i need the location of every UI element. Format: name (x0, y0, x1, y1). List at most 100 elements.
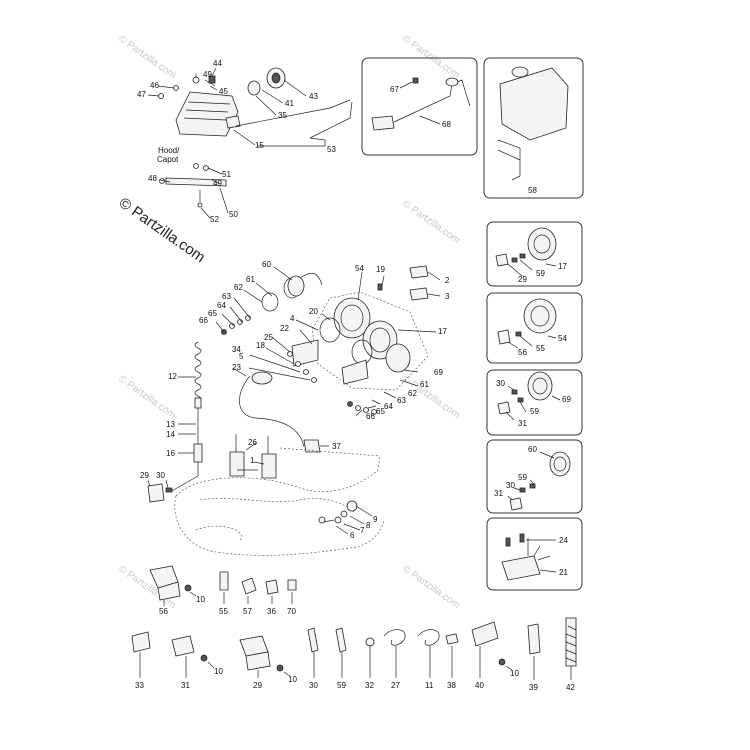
callout-61b: 61 (420, 380, 429, 389)
inset-callout-24: 24 (559, 536, 568, 545)
part-31 (171, 635, 195, 657)
bottom-callout-36: 36 (267, 607, 276, 616)
bottom-callout-42: 42 (566, 683, 575, 692)
inset-callout-31: 31 (518, 419, 527, 428)
callout-5: 5 (239, 352, 244, 361)
callout-1: 1 (250, 456, 255, 465)
part-30 (307, 627, 319, 653)
callout-7: 7 (360, 526, 365, 535)
callout-50: 50 (229, 210, 238, 219)
connector-37 (303, 439, 321, 453)
bottom-callout-56: 56 (159, 607, 168, 616)
callout-66b: 66 (366, 412, 375, 421)
inset-callout-69: 69 (562, 395, 571, 404)
inset-callout-31: 31 (494, 489, 503, 498)
callout-64b: 64 (384, 402, 393, 411)
part-70 (287, 579, 297, 591)
part-55 (219, 571, 229, 591)
hull-group: 9 8 7 6 (174, 447, 385, 556)
inset-60: 60 59 30 31 (486, 439, 583, 514)
watermark-side: © Partzilla.com (116, 194, 209, 266)
cable-23 (239, 375, 305, 447)
inset-54: 56 55 54 (486, 292, 583, 364)
callout-34: 34 (232, 345, 241, 354)
inset-callout-60: 60 (528, 445, 537, 454)
part-27 (383, 629, 406, 646)
callout-13: 13 (166, 420, 175, 429)
gauge-69 (385, 343, 411, 373)
callout-58: 58 (528, 186, 537, 195)
callout-17: 17 (438, 327, 447, 336)
coil-cord-12 (194, 341, 202, 403)
callout-51: 51 (222, 170, 231, 179)
screw-46 (173, 85, 179, 91)
callout-48: 48 (148, 174, 157, 183)
callout-15: 15 (255, 141, 264, 150)
harness-group: 12 23 13 14 16 37 26 1 29 30 (140, 341, 341, 503)
callout-61: 61 (246, 275, 255, 284)
callout-65: 65 (208, 309, 217, 318)
callout-2: 2 (445, 276, 450, 285)
bottom-parts-row1: 56 10 55 57 36 70 (149, 565, 297, 616)
callout-25: 25 (264, 333, 273, 342)
part-32 (365, 637, 375, 647)
screw-47 (158, 93, 164, 99)
part-57 (241, 577, 257, 595)
callout-67: 67 (390, 85, 399, 94)
callout-30: 30 (156, 471, 165, 480)
inset-box-sender (361, 57, 478, 156)
callout-12: 12 (168, 372, 177, 381)
inset-69: 30 59 31 69 (486, 369, 583, 436)
bottom-callout-38: 38 (447, 681, 456, 690)
callout-68: 68 (442, 120, 451, 129)
callout-63b: 63 (397, 396, 406, 405)
bulb-socket (247, 80, 261, 96)
bottom-callout-10b: 10 (214, 667, 223, 676)
headlight-group: 44 49 45 46 47 41 43 35 15 53 Hood/ Capo… (137, 59, 353, 224)
fuel-sender-inset: 67 68 (361, 57, 478, 156)
part-33 (131, 631, 151, 653)
callout-45: 45 (219, 87, 228, 96)
callout-4: 4 (290, 314, 295, 323)
callout-49: 49 (203, 70, 212, 79)
callout-52: 52 (210, 215, 219, 224)
inset-callout-59: 59 (518, 473, 527, 482)
gauge-17 (333, 297, 371, 339)
bottom-callout-70: 70 (287, 607, 296, 616)
inset-callout-21: 21 (559, 568, 568, 577)
bottom-callout-39: 39 (529, 683, 538, 692)
callout-69: 69 (434, 368, 443, 377)
bottom-callout-30: 30 (309, 681, 318, 690)
callout-3: 3 (445, 292, 450, 301)
callout-44: 44 (213, 59, 222, 68)
watermark-tile: © Partzilla.com (400, 33, 462, 81)
hull-outline (174, 455, 385, 556)
callout-46: 46 (150, 81, 159, 90)
callout-23: 23 (232, 363, 241, 372)
inset-17: 29 59 17 (486, 221, 583, 287)
callout-64: 64 (217, 301, 226, 310)
callout-6: 6 (350, 531, 355, 540)
bottom-callout-32: 32 (365, 681, 374, 690)
inset-box-tank (483, 57, 584, 199)
callout-35: 35 (278, 111, 287, 120)
callout-16: 16 (166, 449, 175, 458)
callout-65b: 65 (376, 407, 385, 416)
hood-label-line1: Hood/ (158, 146, 180, 155)
callout-41: 41 (285, 99, 294, 108)
callout-49b: 49 (213, 179, 222, 188)
inset-callout-55: 55 (536, 344, 545, 353)
callout-14: 14 (166, 430, 175, 439)
key-switch-9 (346, 500, 358, 512)
callout-60: 60 (262, 260, 271, 269)
bottom-callout-10c: 10 (288, 675, 297, 684)
bottom-callout-57: 57 (243, 607, 252, 616)
part-36 (265, 579, 279, 595)
inset-callout-59: 59 (530, 407, 539, 416)
watermark-layer: © Partzilla.com © Partzilla.com © Partzi… (116, 33, 462, 611)
regulator-21 (501, 555, 541, 581)
inset-callout-56: 56 (518, 348, 527, 357)
gauge-cluster-group: 60 61 62 63 64 65 66 54 19 2 3 20 4 22 2… (199, 260, 450, 421)
bottom-parts-row2: 33 31 10 29 10 30 59 32 27 11 38 40 10 3… (131, 617, 577, 692)
